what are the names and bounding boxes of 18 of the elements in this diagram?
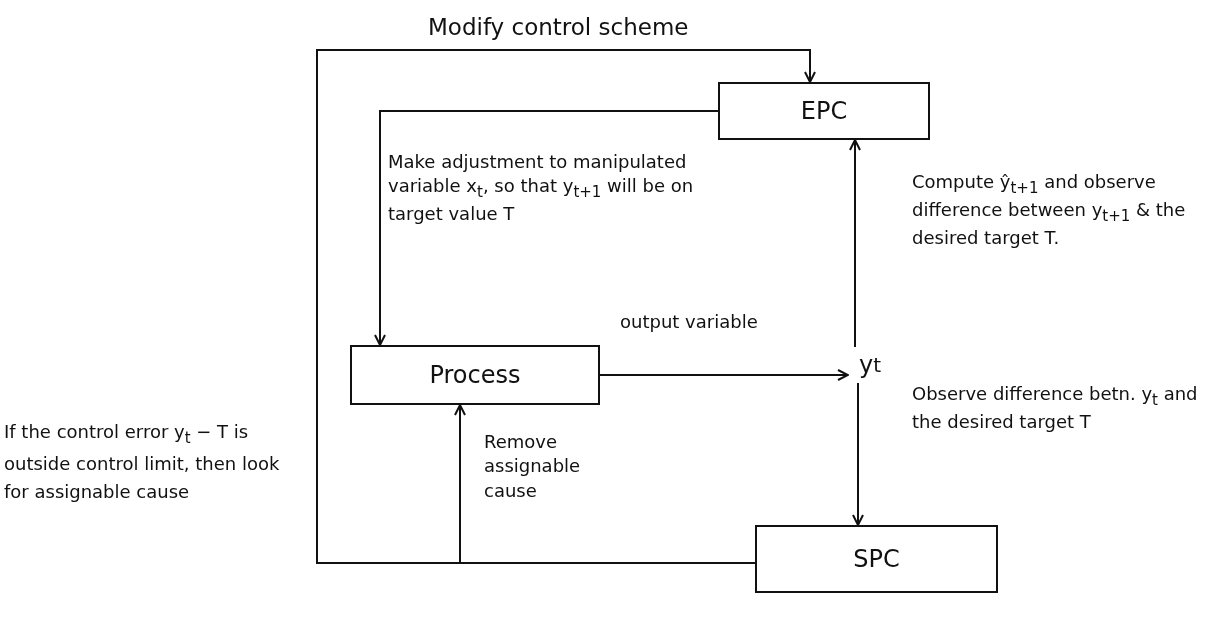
arrow [316,49,816,564]
box-label: EPC [800,97,848,125]
process-box [718,82,930,140]
box-label: Process [429,361,521,389]
box-label: SPC [853,545,900,573]
edge-label: Make adjustment to manipulated variable x$_{t}$, so that y$_{t+1}$ will be on target value T [388,150,695,227]
note-text: If the control error y$_{t}$ − T is outside control limit, then look for assignable cause [4,420,281,505]
edge-label: output variable [620,310,759,334]
edge-label: Modify control scheme [428,13,690,42]
edge-label: Compute ŷ$_{t+1}$ and observe difference between y$_{t+1}$ & the desired target T. [912,170,1187,250]
arrow [599,369,849,381]
process-box [350,345,600,405]
edge-label: Remove assignable cause [484,430,582,503]
arrow [374,110,719,346]
process-box [755,525,998,593]
arrow [849,139,861,348]
edge-label: Observe difference betn. y$_{t}$ and the desired target T [912,382,1199,434]
arrow [852,382,864,526]
